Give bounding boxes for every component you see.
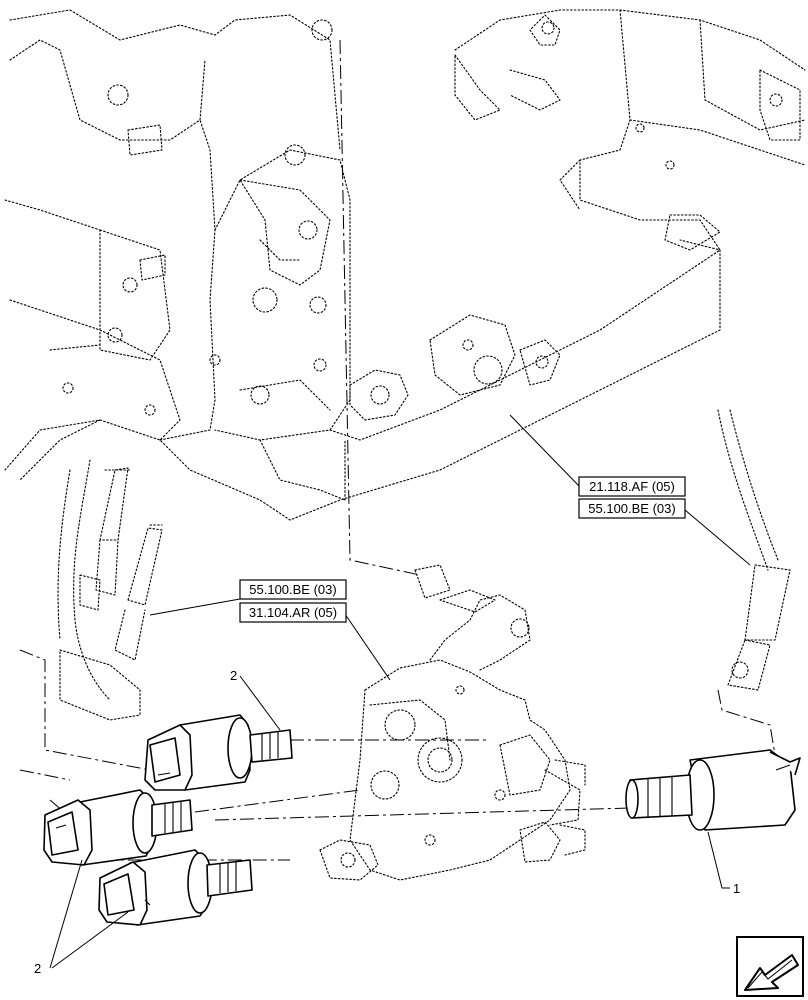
solenoid-valve-top bbox=[144, 714, 293, 791]
solenoid-valve-right bbox=[625, 749, 801, 831]
svg-text:55.100.BE (03): 55.100.BE (03) bbox=[588, 501, 675, 516]
right-wiring-harness bbox=[717, 409, 791, 691]
reference-label-55-100-be-left[interactable]: 55.100.BE (03) bbox=[239, 579, 347, 600]
item-number-solenoid-right: 1 bbox=[733, 881, 740, 896]
item-number-solenoid-group: 2 bbox=[34, 961, 41, 976]
left-wiring-harness bbox=[57, 459, 163, 721]
reference-label-55-100-be-right[interactable]: 55.100.BE (03) bbox=[578, 498, 686, 519]
next-page-arrow-icon[interactable] bbox=[736, 936, 804, 997]
svg-text:31.104.AR (05): 31.104.AR (05) bbox=[249, 605, 337, 620]
item-number-solenoid-top: 2 bbox=[230, 668, 237, 683]
reference-label-31-104-ar[interactable]: 31.104.AR (05) bbox=[239, 602, 347, 623]
assembly-center-lines bbox=[19, 39, 776, 861]
solenoid-valve-middle bbox=[43, 789, 193, 866]
solenoid-valve-bottom bbox=[98, 849, 253, 926]
leader-lines bbox=[49, 414, 751, 969]
transmission-housing bbox=[4, 9, 806, 521]
reference-label-21-118-af[interactable]: 21.118.AF (05) bbox=[578, 476, 686, 497]
svg-text:21.118.AF (05): 21.118.AF (05) bbox=[589, 479, 675, 494]
svg-text:55.100.BE (03): 55.100.BE (03) bbox=[249, 582, 336, 597]
valve-block bbox=[319, 564, 586, 881]
